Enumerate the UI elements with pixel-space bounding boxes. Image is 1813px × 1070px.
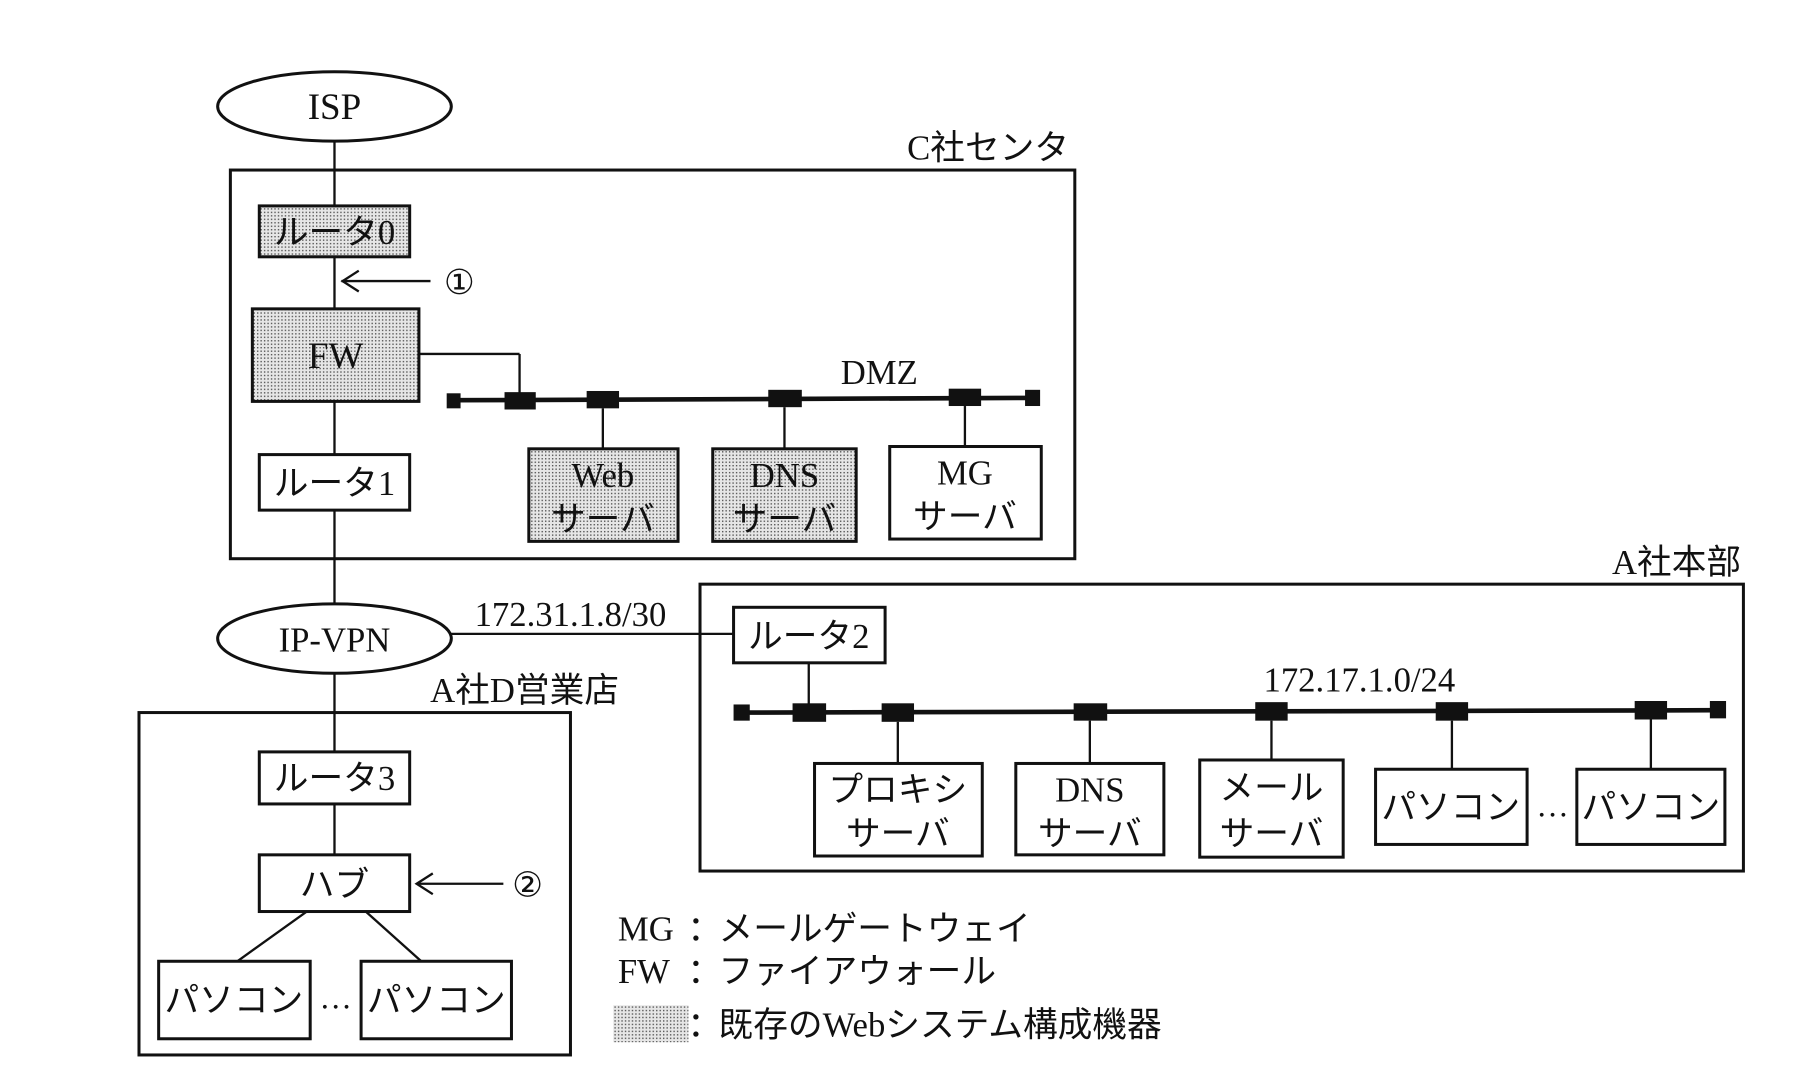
dns-server-a-label-2: サーバ: [1038, 815, 1142, 854]
router0: ルータ0: [257, 204, 412, 259]
hq-lan-tap-dns: [1073, 703, 1108, 721]
mail-server: メール サーバ: [1198, 758, 1345, 859]
mail-server-label-2: サーバ: [1220, 815, 1324, 854]
pc-branch-1: パソコン: [157, 959, 312, 1041]
router0-label: ルータ0: [274, 213, 395, 252]
legend-item-existing: ： 既存のWebシステム構成機器: [613, 1005, 1162, 1044]
dns-server-a: DNS サーバ: [1014, 761, 1166, 857]
marker-1: ①: [340, 263, 475, 302]
hq-lan-label: 172.17.1.0/24: [1263, 661, 1455, 700]
hq-lan-tap-mail: [1255, 702, 1288, 721]
legend-sep-fw: ：: [687, 952, 722, 991]
dmz-label: DMZ: [841, 353, 918, 392]
ipvpn-label: IP-VPN: [279, 620, 391, 659]
hq-lan-tap-pc2: [1634, 700, 1668, 720]
router3: ルータ3: [257, 750, 412, 806]
pc-hq-2: パソコン: [1575, 767, 1727, 846]
hq-lan-terminator-left: [733, 704, 750, 721]
web-server-label-1: Web: [571, 456, 634, 495]
dmz-tap-fw: [504, 392, 536, 410]
router2-label: ルータ2: [748, 617, 869, 656]
proxy-server: プロキシ サーバ: [813, 761, 984, 858]
hq-lan-segment: 172.17.1.0/24: [733, 661, 1727, 770]
isp-label: ISP: [308, 87, 361, 128]
hq-lan-tap-pc1: [1435, 702, 1469, 721]
zone-a-hq: [698, 582, 1745, 873]
dmz-terminator-right: [1025, 389, 1041, 407]
legend-desc-fw: ファイアウォール: [719, 952, 997, 991]
dmz-terminator-left: [446, 393, 461, 409]
ipvpn-cloud: IP-VPN: [216, 602, 453, 675]
legend: MG ： メールゲートウェイ FW ： ファイアウォール ： 既存のWebシステ…: [613, 909, 1162, 1044]
legend-sep-existing: ：: [687, 1005, 722, 1044]
dns-server-c: DNS サーバ: [711, 447, 858, 543]
mail-server-label-1: メール: [1219, 768, 1323, 807]
dmz-tap-dns: [768, 389, 802, 408]
zone-a-branch: [137, 711, 572, 1057]
legend-desc-existing: 既存のWebシステム構成機器: [719, 1005, 1162, 1044]
hub-label: ハブ: [300, 865, 369, 904]
marker-1-label: ①: [444, 263, 475, 302]
web-server-label-2: サーバ: [551, 500, 655, 539]
router1-label: ルータ1: [274, 464, 395, 503]
arrow-2-head-icon: [414, 872, 434, 896]
legend-sep-mg: ：: [687, 909, 722, 948]
mg-server-label-2: サーバ: [913, 498, 1017, 537]
legend-item-mg: MG ： メールゲートウェイ: [618, 909, 1031, 948]
router2: ルータ2: [732, 605, 887, 665]
pc-hq-2-label: パソコン: [1581, 788, 1720, 827]
marker-2-label: ②: [512, 865, 543, 904]
legend-item-fw: FW ： ファイアウォール: [618, 952, 996, 991]
mg-server-label-1: MG: [937, 454, 993, 493]
link-hub-pc2: [364, 910, 423, 963]
pc-branch-1-label: パソコン: [164, 981, 303, 1020]
fw: FW: [250, 307, 421, 403]
pc-hq-1-label: パソコン: [1381, 788, 1520, 827]
pc-branch-2-label: パソコン: [367, 981, 506, 1020]
dns-server-a-label-1: DNS: [1055, 771, 1124, 810]
proxy-server-label-1: プロキシ: [828, 771, 967, 810]
mg-server: MG サーバ: [888, 445, 1043, 541]
link-hub-pc1: [236, 910, 308, 963]
pc-branch-2: パソコン: [359, 959, 513, 1041]
fw-label: FW: [308, 336, 364, 377]
hub: ハブ: [257, 853, 412, 914]
dmz-bus-line: [453, 395, 1034, 403]
zone-label-a-branch: A社D営業店: [430, 671, 619, 710]
legend-key-fw: FW: [618, 952, 670, 991]
legend-key-mg: MG: [618, 909, 674, 948]
legend-swatch-existing: [613, 1005, 689, 1043]
zone-label-a-hq: A社本部: [1612, 543, 1741, 582]
dns-server-c-label-2: サーバ: [733, 500, 837, 539]
dmz-tap-web: [586, 390, 620, 409]
dns-server-c-label-1: DNS: [750, 456, 819, 495]
hq-lan-tap-proxy: [881, 703, 915, 722]
legend-desc-mg: メールゲートウェイ: [719, 909, 1031, 948]
zone-label-c-center: C社センタ: [907, 129, 1069, 168]
marker-2: ②: [414, 865, 543, 904]
branch-pc-ellipsis: …: [319, 981, 351, 1017]
zone-c-center: [228, 168, 1077, 561]
proxy-server-label-2: サーバ: [846, 815, 950, 854]
hq-lan-tap-router2: [792, 703, 827, 722]
hq-lan-terminator-right: [1709, 700, 1727, 719]
pc-hq-1: パソコン: [1374, 767, 1529, 846]
router3-label: ルータ3: [274, 759, 395, 798]
router1: ルータ1: [257, 453, 412, 512]
arrow-1-head-icon: [340, 269, 360, 293]
web-server: Web サーバ: [527, 447, 680, 543]
dmz-segment: DMZ: [446, 353, 1041, 449]
wan-link-label: 172.31.1.8/30: [475, 595, 667, 634]
isp-cloud: ISP: [216, 70, 453, 143]
dmz-tap-mg: [948, 388, 982, 407]
hq-pc-ellipsis: …: [1536, 789, 1568, 825]
